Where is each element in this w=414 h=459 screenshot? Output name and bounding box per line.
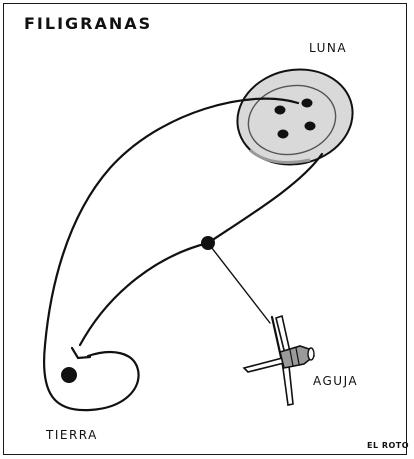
- moon-label: LUNA: [309, 41, 348, 55]
- earth-label: TIERRA: [46, 428, 98, 442]
- earth-dot: [61, 367, 77, 383]
- cartoon-title: FILIGRANAS: [24, 14, 153, 33]
- orbit-point: [201, 236, 215, 250]
- thread-outer-curve: [43, 97, 300, 412]
- thread-to-needle: [207, 242, 271, 324]
- thread-inner-curve: [78, 241, 210, 347]
- artist-signature: EL ROTO: [367, 441, 410, 450]
- thread-to-moon-tail: [206, 152, 324, 245]
- thread-path: [43, 97, 324, 412]
- needle-satellite: [242, 314, 315, 406]
- thread-arrowhead: [70, 346, 92, 360]
- button-holes: [274, 98, 316, 139]
- moon-button: [236, 68, 354, 166]
- cartoon-frame: [3, 3, 407, 455]
- needle-label: AGUJA: [313, 374, 359, 388]
